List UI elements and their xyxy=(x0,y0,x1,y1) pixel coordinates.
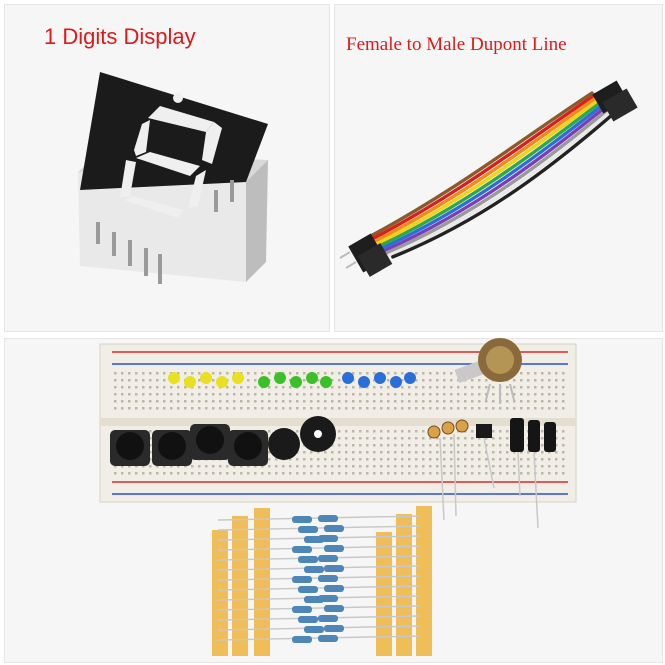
ribbon-wire xyxy=(375,97,607,249)
display-pins xyxy=(96,180,234,284)
led xyxy=(404,372,416,384)
resistor xyxy=(304,626,324,633)
ribbon-wire xyxy=(391,105,623,259)
resistor-tape xyxy=(416,506,432,656)
transistor xyxy=(476,424,495,489)
resistor xyxy=(298,616,318,623)
resistor xyxy=(318,615,338,622)
led xyxy=(320,376,332,388)
resistor-tape xyxy=(254,508,270,656)
ribbon-wire xyxy=(381,100,613,253)
resistor xyxy=(304,566,324,573)
seven-segment-display xyxy=(78,72,268,284)
ribbon-wire xyxy=(368,94,601,246)
resistor-tape xyxy=(376,532,392,656)
electrolytic-capacitors xyxy=(510,418,556,529)
resistor xyxy=(292,516,312,523)
resistor xyxy=(292,636,312,643)
resistor xyxy=(324,525,344,532)
resistor xyxy=(318,515,338,522)
resistor xyxy=(298,526,318,533)
resistor xyxy=(292,546,312,553)
led xyxy=(168,372,180,384)
decimal-point xyxy=(173,93,183,103)
led-row xyxy=(168,372,416,388)
dupont-caption: Female to Male Dupont Line xyxy=(346,34,567,55)
resistor xyxy=(318,535,338,542)
potentiometer xyxy=(454,338,522,404)
led xyxy=(258,376,270,388)
led xyxy=(274,372,286,384)
resistor xyxy=(324,565,344,572)
led xyxy=(374,372,386,384)
led xyxy=(342,372,354,384)
photoresistors xyxy=(427,419,469,521)
led xyxy=(184,376,196,388)
resistor xyxy=(324,585,344,592)
buzzer-black xyxy=(268,428,300,460)
male-connectors xyxy=(339,233,393,277)
resistor xyxy=(318,635,338,642)
female-connectors xyxy=(592,80,638,122)
resistor xyxy=(292,576,312,583)
led xyxy=(306,372,318,384)
led xyxy=(232,372,244,384)
resistor xyxy=(318,555,338,562)
led xyxy=(390,376,402,388)
led xyxy=(290,376,302,388)
ribbon-wire xyxy=(365,92,597,244)
resistor xyxy=(292,606,312,613)
ribbon-wire xyxy=(371,96,604,248)
resistor-pack xyxy=(212,506,432,656)
display-caption: 1 Digits Display xyxy=(44,24,196,49)
led xyxy=(200,372,212,384)
resistor xyxy=(324,545,344,552)
resistor xyxy=(298,586,318,593)
resistor-tape xyxy=(396,514,412,656)
ribbon-wire xyxy=(384,102,617,255)
resistor-tape xyxy=(232,516,248,656)
resistor xyxy=(298,556,318,563)
resistor xyxy=(318,575,338,582)
ribbon-wire xyxy=(378,99,610,251)
display-face xyxy=(80,72,268,190)
digit-segments xyxy=(120,106,222,218)
resistor xyxy=(324,605,344,612)
push-buttons xyxy=(110,424,268,466)
led xyxy=(358,376,370,388)
ribbon-wire xyxy=(387,104,620,257)
led xyxy=(216,376,228,388)
resistor xyxy=(324,625,344,632)
resistor-tape xyxy=(212,530,228,656)
resistor xyxy=(318,595,338,602)
ribbon-wire xyxy=(362,91,594,242)
dupont-ribbon-cable xyxy=(362,91,623,259)
